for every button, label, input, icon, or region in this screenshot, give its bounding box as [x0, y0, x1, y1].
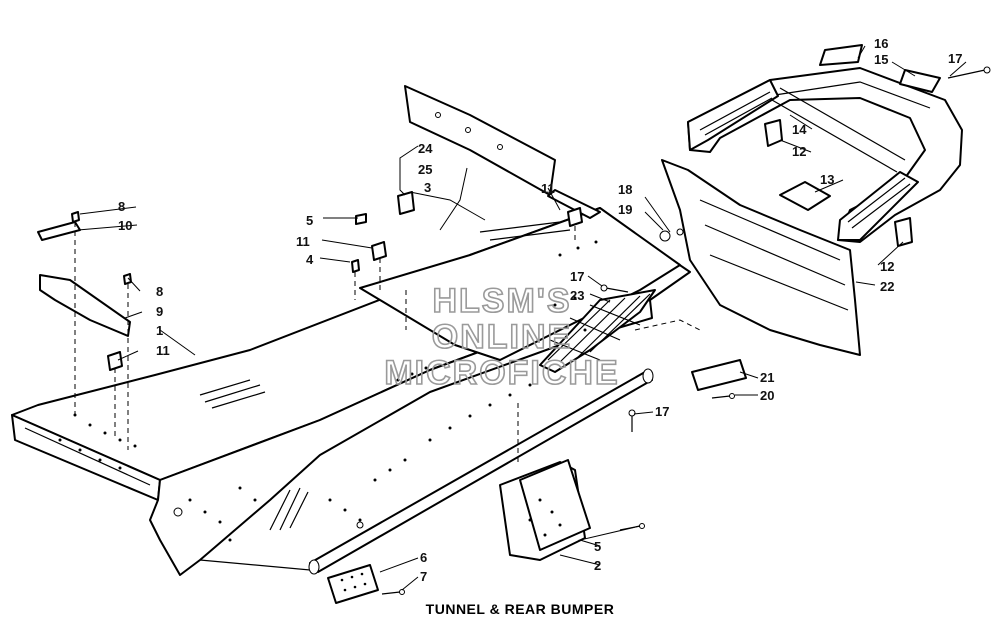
callout-17: 17 — [948, 51, 962, 66]
watermark: HLSM'S ONLINE MICROFICHE — [384, 281, 619, 393]
callout-19: 19 — [618, 202, 632, 217]
callout-23: 23 — [570, 288, 584, 303]
callout-20: 20 — [760, 388, 774, 403]
callout-9: 9 — [156, 304, 163, 319]
callout-22: 22 — [880, 279, 894, 294]
diagram-caption: TUNNEL & REAR BUMPER — [426, 601, 615, 617]
callout-15: 15 — [874, 52, 888, 67]
watermark-line-1: HLSM'S — [432, 282, 571, 320]
callout-3: 3 — [424, 180, 431, 195]
callout-1: 1 — [156, 323, 163, 338]
callout-18: 18 — [618, 182, 632, 197]
callout-8: 8 — [118, 199, 125, 214]
part-21-reflector — [691, 359, 747, 391]
callout-21: 21 — [760, 370, 774, 385]
callout-6: 6 — [420, 550, 427, 565]
callout-16: 16 — [874, 36, 888, 51]
snow-flap — [397, 85, 601, 219]
assembly-lines — [74, 222, 701, 462]
callout-5: 5 — [306, 213, 313, 228]
rivet-holes — [58, 240, 598, 542]
callout-5: 5 — [594, 539, 601, 554]
callout-2: 2 — [594, 558, 601, 573]
mud-flap — [661, 159, 861, 356]
watermark-line-3: MICROFICHE — [384, 354, 619, 392]
rear-bumper — [659, 44, 963, 247]
callout-11: 11 — [156, 343, 170, 358]
callout-14: 14 — [792, 122, 807, 137]
callout-10: 10 — [118, 218, 132, 233]
callout-12: 12 — [880, 259, 894, 274]
callout-8: 8 — [156, 284, 163, 299]
callout-17: 17 — [570, 269, 584, 284]
callout-13: 13 — [820, 172, 834, 187]
watermark-line-2: ONLINE — [432, 318, 572, 356]
fasteners — [71, 66, 991, 595]
part-10-plate — [37, 221, 81, 241]
part-6-plate — [327, 564, 379, 604]
callout-12: 12 — [792, 144, 806, 159]
callout-7: 7 — [420, 569, 427, 584]
part-9-bracket — [39, 274, 131, 337]
callout-11: 11 — [296, 234, 310, 249]
callout-25: 25 — [418, 162, 432, 177]
callout-11: 11 — [541, 181, 555, 196]
callout-17: 17 — [655, 404, 669, 419]
callout-4: 4 — [306, 252, 314, 267]
callout-24: 24 — [418, 141, 433, 156]
leader-lines — [77, 45, 967, 591]
part-2-bracket — [499, 459, 591, 561]
callouts: 16 15 17 14 12 13 18 19 24 25 3 11 5 11 … — [118, 36, 962, 584]
tunnel-body — [11, 207, 691, 576]
